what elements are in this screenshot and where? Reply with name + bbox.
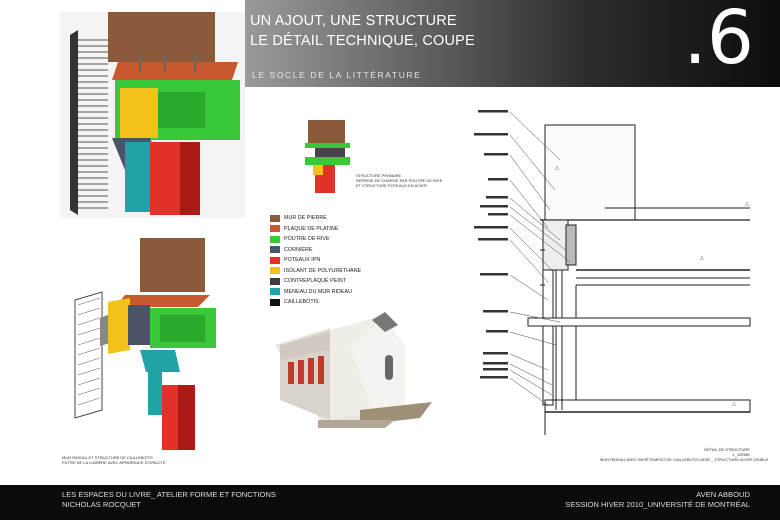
legend-swatch [270, 288, 280, 296]
small-elevation-detail [305, 120, 350, 193]
legend-label: POTEAUX IPN [284, 257, 321, 264]
legend-item: CAILLEBOTIS [270, 297, 361, 308]
legend-label: CORNIÈRE [284, 246, 313, 253]
caption-line: ET STRUCTURE POTEAUX EN ACIER [356, 183, 427, 188]
caption-line: MUR RIDEAU ET STRUCTURE DE CAILLEBOTIS [62, 455, 153, 460]
footer-band [0, 485, 780, 520]
footer-instructor: NICHOLAS ROCQUET [62, 500, 141, 509]
annotation-text-marks [474, 110, 508, 379]
legend-item: MUR DE PIERRE [270, 213, 361, 224]
svg-text:△: △ [732, 401, 736, 407]
legend-label: PLAQUE DE PLATINE [284, 225, 339, 232]
footer-left: LES ESPACES DU LIVRE_ ATELIER FORME ET F… [62, 490, 276, 510]
exploded-axonometric [74, 238, 216, 450]
legend-label: ISOLANT DE POLYURÉTHANE [284, 267, 362, 274]
title-line-1: UN AJOUT, UNE STRUCTURE [250, 13, 457, 29]
legend-label: POUTRE DE RIVE [284, 236, 330, 243]
subtitle: LE SOCLE DE LA LITTÉRATURE [252, 70, 422, 80]
legend-item: POTEAUX IPN [270, 255, 361, 266]
header-band [245, 0, 780, 87]
caption-line: DÉTAIL DE STRUCTURE [703, 447, 750, 452]
title-line-2: LE DÉTAIL TECHNIQUE, COUPE [250, 33, 475, 49]
legend-swatch [270, 267, 280, 275]
section-caption: DÉTAIL DE STRUCTURE 1_10ÈME MUR RIDEAU A… [600, 447, 769, 462]
material-legend: MUR DE PIERRE PLAQUE DE PLATINE POUTRE D… [270, 213, 361, 308]
caption-line: STRUCTURE PRIMAIRE [356, 173, 402, 178]
caption-line: 1_10ÈME [732, 452, 750, 457]
footer-session: SESSION HIVER 2010_UNIVERSITÉ DE MONTRÉA… [565, 500, 750, 509]
svg-text:△: △ [745, 201, 749, 207]
legend-swatch [270, 235, 280, 243]
legend-swatch [270, 256, 280, 264]
legend-label: MUR DE PIERRE [284, 215, 327, 222]
footer-right: AVEN ABBOUD SESSION HIVER 2010_UNIVERSIT… [565, 490, 750, 510]
perspective-detail [60, 12, 245, 218]
exploded-caption: MUR RIDEAU ET STRUCTURE DE CAILLEBOTIS F… [62, 455, 166, 465]
legend-swatch [270, 298, 280, 306]
svg-text:△: △ [555, 165, 559, 171]
legend-label: CAILLEBOTIS [284, 299, 319, 306]
building-model-photo [275, 312, 432, 428]
svg-text:△: △ [700, 255, 704, 261]
footer-author: AVEN ABBOUD [696, 490, 750, 499]
footer-course: LES ESPACES DU LIVRE_ ATELIER FORME ET F… [62, 490, 276, 499]
caption-line: FILTRE DE LA LUMIÈRE AVEC APPARENCE D'OP… [62, 460, 166, 465]
technical-section-drawing: △ △ △ △ [527, 124, 751, 435]
legend-item: CORNIÈRE [270, 245, 361, 256]
caption-line: REPRISE DE CHARGE PAR POUTRE DE RIVE [356, 178, 443, 183]
legend-swatch [270, 225, 280, 233]
legend-item: ISOLANT DE POLYURÉTHANE [270, 266, 361, 277]
legend-item: MENEAU DU MUR RIDEAU [270, 287, 361, 298]
page-number: .6 [683, 0, 754, 81]
legend-label: MENEAU DU MUR RIDEAU [284, 288, 352, 295]
legend-swatch [270, 277, 280, 285]
annotation-leaders [509, 111, 571, 406]
small-detail-caption: STRUCTURE PRIMAIRE REPRISE DE CHARGE PAR… [356, 173, 442, 188]
legend-item: PLAQUE DE PLATINE [270, 224, 361, 235]
legend-swatch [270, 246, 280, 254]
legend-label: CONTREPLAQUÉ PEINT [284, 278, 347, 285]
legend-item: POUTRE DE RIVE [270, 234, 361, 245]
legend-swatch [270, 214, 280, 222]
caption-line: MUR RIDEAU AVEC REVÊTEMENT DE CAILLEBOTI… [600, 457, 769, 462]
legend-item: CONTREPLAQUÉ PEINT [270, 276, 361, 287]
